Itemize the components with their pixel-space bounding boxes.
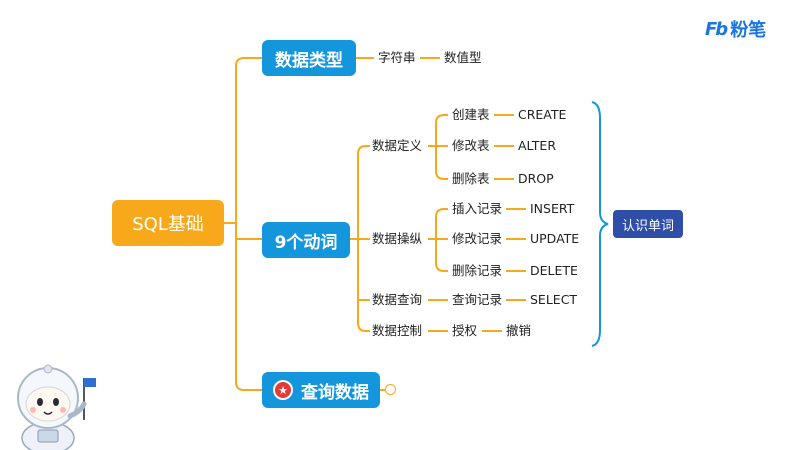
logo-mark: Fb xyxy=(705,18,728,40)
connector-g1-spine xyxy=(435,114,448,180)
root-node: SQL基础 xyxy=(112,200,224,246)
item-select-en: SELECT xyxy=(530,292,578,307)
connector-g2-leaf xyxy=(506,208,526,272)
group-definition: 数据定义 xyxy=(372,138,423,153)
group-manipulation: 数据操纵 xyxy=(372,231,423,246)
leaf-number: 数值型 xyxy=(444,50,482,65)
item-alter-en: ALTER xyxy=(518,138,557,153)
brand-logo: Fb 粉笔 xyxy=(705,18,767,42)
item-drop-cn: 删除表 xyxy=(452,171,490,186)
item-select-cn: 查询记录 xyxy=(452,292,503,307)
connector-g1-leaf xyxy=(494,114,514,180)
branch-query-label: 查询数据 xyxy=(301,382,369,403)
leaf-string: 字符串 xyxy=(378,50,416,65)
item-revoke: 撤销 xyxy=(506,323,532,338)
connector-verbs-spine xyxy=(357,145,370,332)
collapse-toggle-icon[interactable] xyxy=(385,384,396,395)
logo-text: 粉笔 xyxy=(730,20,767,41)
branch-query: ★ 查询数据 xyxy=(262,372,380,408)
item-grant: 授权 xyxy=(452,323,478,338)
item-create-en: CREATE xyxy=(518,107,567,122)
group-query: 数据查询 xyxy=(372,292,423,307)
connector-g2-spine xyxy=(435,208,448,272)
item-delete-en: DELETE xyxy=(530,263,578,278)
branch-data-types: 数据类型 xyxy=(262,40,356,76)
item-drop-en: DROP xyxy=(518,171,554,186)
item-insert-en: INSERT xyxy=(530,201,575,216)
item-insert-cn: 插入记录 xyxy=(452,201,503,216)
item-update-en: UPDATE xyxy=(530,231,580,246)
branch-verbs: 9个动词 xyxy=(262,222,350,258)
star-icon: ★ xyxy=(273,380,293,400)
recognize-words-tag: 认识单词 xyxy=(613,210,683,238)
item-update-cn: 修改记录 xyxy=(452,231,503,246)
item-alter-cn: 修改表 xyxy=(452,138,490,153)
right-brace xyxy=(591,101,609,347)
connector-spine xyxy=(235,57,262,391)
item-create-cn: 创建表 xyxy=(452,107,490,122)
group-control: 数据控制 xyxy=(372,323,423,338)
item-delete-cn: 删除记录 xyxy=(452,263,503,278)
astronaut-mascot-icon xyxy=(17,364,96,450)
